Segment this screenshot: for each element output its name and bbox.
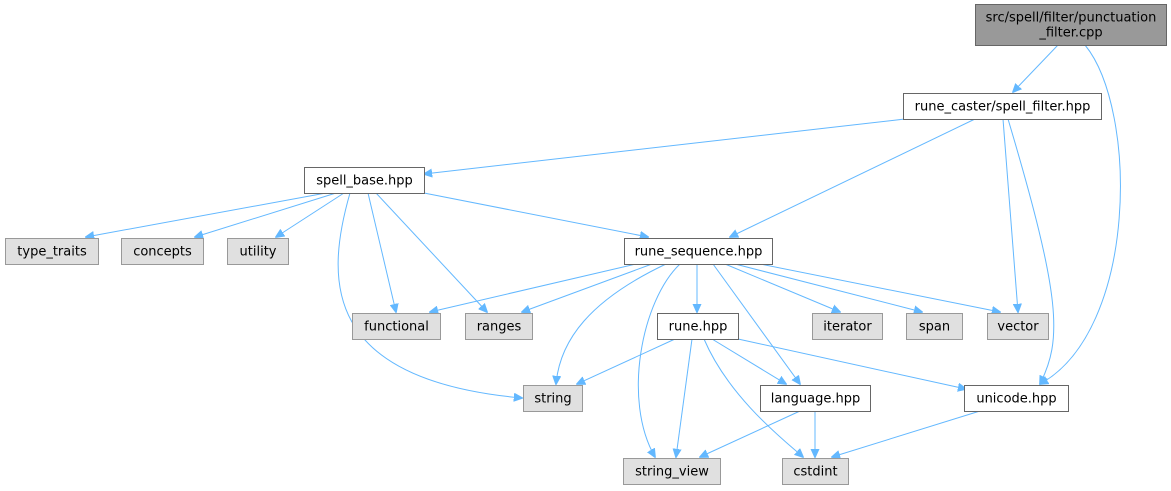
edge-unicode-to-cstdint [832, 410, 981, 457]
node-box [987, 313, 1049, 340]
edge-rune_sequence-to-functional [430, 263, 637, 312]
node-box [227, 238, 289, 265]
node-functional: functional [352, 313, 441, 340]
node-label: string [534, 392, 571, 407]
edge-rune-to-language [711, 338, 786, 384]
node-label: unicode.hpp [976, 392, 1056, 407]
node-box [657, 313, 739, 340]
edge-rune_sequence-to-vector [759, 263, 1000, 312]
node-label: functional [364, 320, 429, 335]
node-label: src/spell/filter/punctuation [986, 11, 1157, 26]
edge-spell_filter-to-unicode [1007, 118, 1055, 384]
edge-spell_base-to-rune_sequence [423, 192, 648, 237]
node-spell_filter[interactable]: rune_caster/spell_filter.hpp [903, 93, 1102, 120]
edge-rune_sequence-to-language [712, 263, 800, 384]
edge-language-to-string_view [700, 410, 801, 457]
edge-rune-to-unicode [737, 338, 966, 389]
node-ranges: ranges [465, 313, 533, 340]
node-type_traits: type_traits [5, 238, 99, 265]
node-label: ranges [477, 320, 522, 335]
node-box [782, 458, 849, 485]
node-rune_sequence[interactable]: rune_sequence.hpp [624, 238, 773, 265]
node-cstdint: cstdint [782, 458, 849, 485]
edge-rune-to-string [577, 338, 676, 384]
node-box [760, 385, 871, 412]
node-box [624, 238, 773, 265]
edge-rune_sequence-to-string [556, 263, 667, 384]
node-box [906, 313, 963, 340]
edge-spell_base-to-concepts [195, 192, 337, 237]
edge-rune_sequence-to-iterator [724, 263, 840, 312]
node-label: vector [997, 320, 1039, 335]
edge-spell_base-to-utility [276, 192, 345, 237]
node-iterator: iterator [812, 313, 883, 340]
node-spell_base[interactable]: spell_base.hpp [304, 167, 425, 194]
edge-spell_filter-to-spell_base [424, 118, 906, 174]
nodes-layer: src/spell/filter/punctuation_filter.cppr… [5, 4, 1167, 485]
edge-spell_base-to-functional [367, 192, 396, 312]
node-box [465, 313, 533, 340]
edge-rune_sequence-to-string_view [637, 263, 681, 457]
edge-rune_sequence-to-span [734, 263, 922, 312]
node-box [623, 458, 721, 485]
node-label: cstdint [793, 465, 837, 480]
node-label: utility [240, 245, 277, 260]
node-vector: vector [987, 313, 1049, 340]
node-label: language.hpp [771, 392, 860, 407]
node-string_view: string_view [623, 458, 721, 485]
node-label: span [919, 320, 950, 335]
node-box [5, 238, 99, 265]
edge-spell_filter-to-vector [1002, 118, 1018, 312]
node-box [121, 238, 204, 265]
node-label: string_view [635, 465, 709, 480]
node-box [812, 313, 883, 340]
node-label: concepts [133, 245, 192, 260]
node-label: rune_caster/spell_filter.hpp [915, 100, 1091, 115]
edge-rune-to-string_view [676, 338, 693, 457]
node-box [523, 385, 583, 412]
node-label: rune_sequence.hpp [635, 245, 763, 260]
edge-spell_filter-to-rune_sequence [730, 118, 976, 237]
edge-spell_base-to-string [337, 192, 522, 398]
edge-punctuation_filter-to-spell_filter [1013, 44, 1059, 92]
node-label: spell_base.hpp [316, 174, 413, 189]
node-label: type_traits [17, 245, 87, 260]
node-utility: utility [227, 238, 289, 265]
edges-layer [86, 44, 1121, 457]
node-box [903, 93, 1102, 120]
node-box [352, 313, 441, 340]
node-language[interactable]: language.hpp [760, 385, 871, 412]
node-box [964, 385, 1069, 412]
node-rune[interactable]: rune.hpp [657, 313, 739, 340]
node-punctuation_filter[interactable]: src/spell/filter/punctuation_filter.cpp [975, 4, 1167, 46]
node-string: string [523, 385, 583, 412]
node-box [975, 4, 1167, 46]
node-box [304, 167, 425, 194]
edge-spell_base-to-type_traits [86, 192, 327, 237]
edge-rune_sequence-to-ranges [522, 263, 653, 312]
edge-rune-to-cstdint [703, 338, 803, 457]
node-unicode[interactable]: unicode.hpp [964, 385, 1069, 412]
edge-spell_base-to-ranges [375, 192, 487, 312]
node-label: rune.hpp [669, 320, 728, 335]
node-label: iterator [823, 320, 872, 335]
node-concepts: concepts [121, 238, 204, 265]
node-label: _filter.cpp [1038, 26, 1102, 41]
edge-punctuation_filter-to-unicode [1040, 44, 1121, 384]
node-span: span [906, 313, 963, 340]
